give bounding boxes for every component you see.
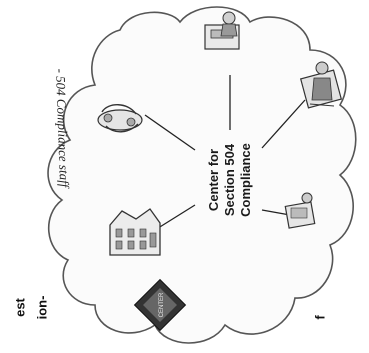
handshake-icon: [97, 104, 143, 133]
badge-label: CENTER: [159, 292, 165, 317]
center-label: Center for Section 504 Compliance: [200, 120, 260, 240]
person-at-desk-icon: [204, 11, 240, 50]
left-word-bottom: f: [312, 315, 328, 320]
line-lower-right: [261, 209, 291, 216]
diamond-badge: CENTER: [133, 278, 187, 332]
building-icon: [109, 208, 161, 256]
line-upper-left: [144, 114, 196, 151]
left-word-middle: ion-: [34, 295, 50, 320]
person-at-computer-icon: [284, 192, 316, 229]
cloud-outline: [47, 6, 357, 344]
left-word-top: est: [12, 298, 28, 317]
person-with-papers-icon: [299, 61, 343, 109]
center-line-1: Center for: [206, 148, 221, 212]
center-line-3: Compliance: [238, 143, 253, 217]
center-line-2: Section 504: [222, 143, 237, 217]
line-upper-right: [261, 99, 306, 149]
connector-lines: [144, 75, 306, 231]
line-lower-left: [154, 204, 196, 231]
